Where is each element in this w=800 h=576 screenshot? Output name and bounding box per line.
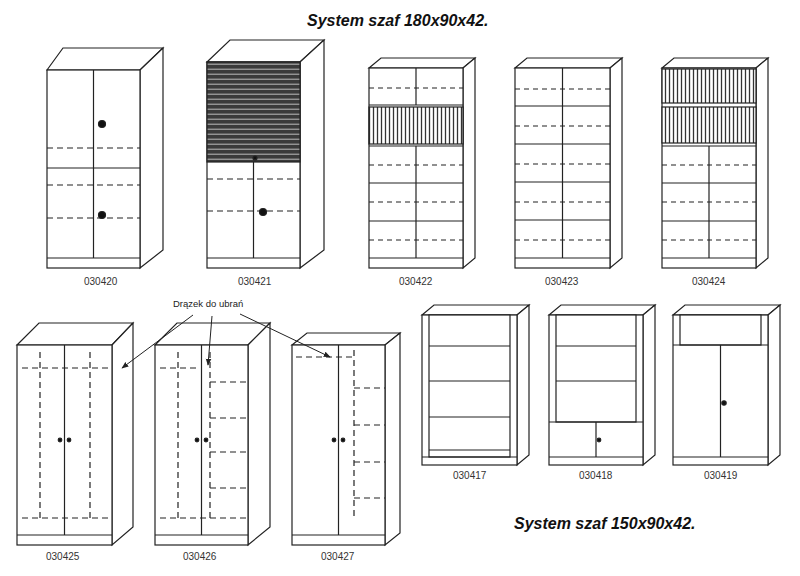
part-number: 030423	[545, 276, 578, 288]
part-number: 030427	[321, 551, 354, 563]
part-number: 030419	[704, 470, 737, 482]
part-number: 030421	[238, 276, 271, 288]
part-number: 030417	[453, 470, 486, 482]
part-number: 030426	[183, 551, 216, 563]
section-heading: System szaf 150x90x42.	[514, 514, 695, 533]
part-number: 030418	[579, 470, 612, 482]
part-number: 030424	[692, 276, 725, 288]
part-number: 030420	[84, 276, 117, 288]
diagram-title: System szaf 180x90x42.	[307, 11, 488, 30]
part-number: 030425	[46, 551, 79, 563]
callout-note: Drązek do ubrań	[173, 298, 243, 310]
part-number: 030422	[399, 276, 432, 288]
